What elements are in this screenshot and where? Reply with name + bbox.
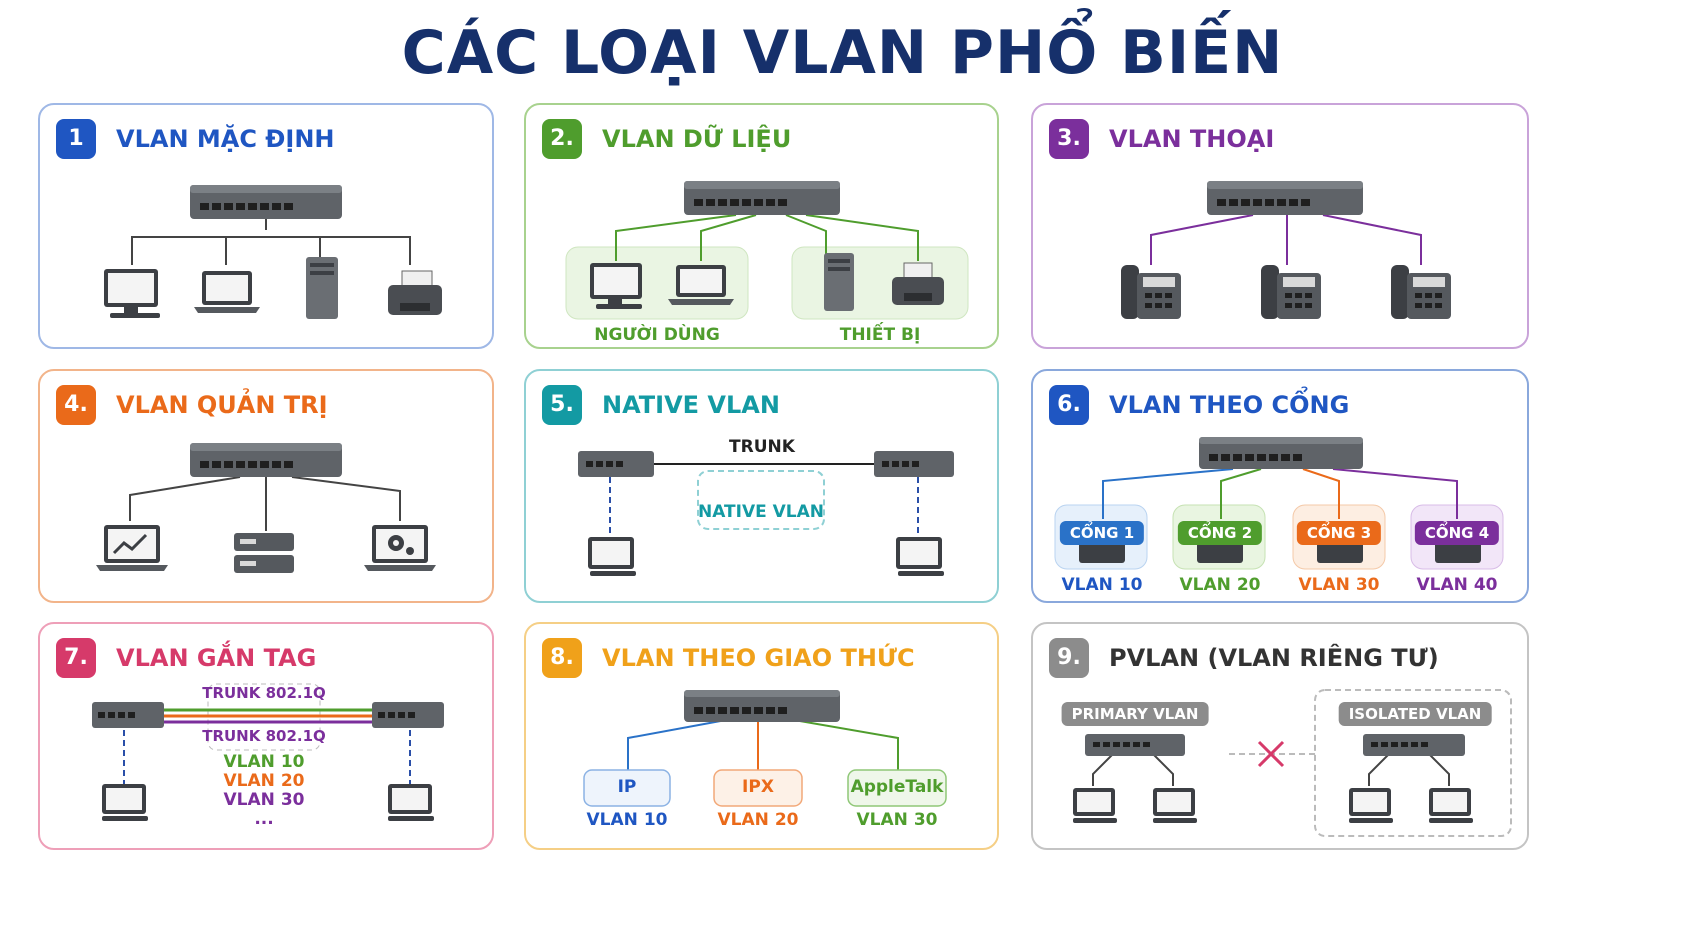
protocol-ipx: IPX [742, 777, 774, 797]
panel-number-badge: 3. [1049, 119, 1089, 159]
switch-icon [1085, 734, 1185, 756]
port-label-1: CỔNG 1 [1059, 521, 1145, 545]
ip-phone-icon [1121, 265, 1181, 319]
panel-tagged-vlan: 7. VLAN GẮN TAG TRUNK 802.1Q TRUNK 802.1… [38, 622, 494, 850]
panel-native-vlan: 5. NATIVE VLAN TRUNK NATIVE VLAN [524, 369, 999, 603]
primary-vlan-label: PRIMARY VLAN [1061, 702, 1209, 726]
port-label-3: CỔNG 3 [1296, 521, 1382, 545]
panel-number-badge: 6. [1049, 385, 1089, 425]
desktop-monitor-icon [1349, 788, 1393, 823]
panel-number-badge: 4. [56, 385, 96, 425]
panel-number-badge: 8. [542, 638, 582, 678]
tag-vlan-10: VLAN 10 [223, 752, 305, 772]
tag-vlan-30: VLAN 30 [223, 790, 305, 810]
panel-title: VLAN THOẠI [1109, 125, 1275, 153]
panel-management-vlan: 4. VLAN QUẢN TRỊ [38, 369, 494, 603]
protocol-vlan-diagram [583, 690, 947, 807]
panel-title: PVLAN (VLAN RIÊNG TƯ) [1109, 644, 1439, 672]
monitoring-laptop-icon [96, 525, 168, 571]
port-vlan-1: VLAN 10 [1061, 575, 1143, 595]
server-tower-icon [306, 257, 338, 319]
switch-icon [684, 690, 840, 722]
switch-icon [1363, 734, 1465, 756]
switch-icon [190, 443, 342, 477]
tagged-vlan-diagram [92, 683, 444, 821]
desktop-monitor-icon [588, 537, 636, 576]
panel-title: VLAN THEO CỔNG [1109, 391, 1350, 419]
panel-number-badge: 5. [542, 385, 582, 425]
server-tower-icon [824, 253, 854, 311]
panel-port-based-vlan: 6. VLAN THEO CỔNG CỔNG 1 CỔNG 2 CỔNG 3 C… [1031, 369, 1529, 603]
group-label-devices: THIẾT BỊ [839, 325, 921, 345]
port-vlan-4: VLAN 40 [1416, 575, 1498, 595]
protocol-vlan-10: VLAN 10 [586, 810, 668, 830]
private-vlan-diagram [1073, 689, 1512, 837]
protocol-ip: IP [617, 777, 637, 797]
default-vlan-diagram [104, 185, 442, 319]
switch-icon [874, 451, 954, 477]
panel-title: VLAN THEO GIAO THỨC [602, 644, 915, 672]
panel-protocol-vlan: 8. VLAN THEO GIAO THỨC IP IPX AppleTalk … [524, 622, 999, 850]
panel-title: VLAN QUẢN TRỊ [116, 391, 328, 419]
panel-private-vlan: 9. PVLAN (VLAN RIÊNG TƯ) PRIMARY VLAN IS… [1031, 622, 1529, 850]
desktop-monitor-icon [1153, 788, 1197, 823]
port-vlan-3: VLAN 30 [1298, 575, 1380, 595]
page-title: CÁC LOẠI VLAN PHỔ BIẾN [401, 18, 1284, 88]
panel-number-badge: 1 [56, 119, 96, 159]
desktop-monitor-icon [590, 263, 642, 309]
trunk-label-top: TRUNK 802.1Q [202, 684, 326, 702]
switch-icon [578, 451, 654, 477]
desktop-monitor-icon [102, 784, 148, 821]
desktop-monitor-icon [1429, 788, 1473, 823]
tag-vlan-20: VLAN 20 [223, 771, 305, 791]
switch-icon [372, 702, 444, 728]
switch-icon [190, 185, 342, 219]
port-label-4: CỔNG 4 [1414, 521, 1500, 545]
switch-icon [1207, 181, 1363, 215]
management-vlan-diagram [96, 443, 436, 573]
desktop-monitor-icon [388, 784, 434, 821]
native-vlan-diagram [578, 451, 954, 576]
server-rack-icon [234, 533, 294, 573]
panel-number-badge: 2. [542, 119, 582, 159]
panel-data-vlan: 2. VLAN DỮ LIỆU NGƯỜI DÙNG THIẾT BỊ [524, 103, 999, 349]
group-label-users: NGƯỜI DÙNG [594, 325, 720, 345]
trunk-label: TRUNK [729, 437, 795, 457]
panel-default-vlan: 1 VLAN MẶC ĐỊNH [38, 103, 494, 349]
panel-voice-vlan: 3. VLAN THOẠI [1031, 103, 1529, 349]
isolated-vlan-label: ISOLATED VLAN [1338, 702, 1492, 726]
switch-icon [684, 181, 840, 215]
switch-icon [1199, 437, 1363, 469]
printer-icon [892, 262, 944, 305]
desktop-monitor-icon [104, 269, 160, 318]
protocol-vlan-20: VLAN 20 [717, 810, 799, 830]
native-vlan-label: NATIVE VLAN [697, 502, 825, 522]
port-vlan-diagram [1054, 437, 1504, 570]
port-label-2: CỔNG 2 [1177, 521, 1263, 545]
protocol-vlan-30: VLAN 30 [856, 810, 938, 830]
panel-number-badge: 7. [56, 638, 96, 678]
data-vlan-diagram [565, 181, 969, 320]
desktop-monitor-icon [1073, 788, 1117, 823]
panel-title: VLAN MẶC ĐỊNH [116, 125, 335, 153]
panel-title: VLAN DỮ LIỆU [602, 125, 792, 153]
settings-laptop-icon [364, 525, 436, 571]
voice-vlan-diagram [1121, 181, 1451, 319]
panel-title: NATIVE VLAN [602, 391, 780, 419]
panel-number-badge: 9. [1049, 638, 1089, 678]
protocol-appletalk: AppleTalk [850, 777, 944, 797]
panel-title: VLAN GẮN TAG [116, 644, 317, 672]
tag-vlan-more: ... [254, 809, 274, 829]
switch-icon [92, 702, 164, 728]
ip-phone-icon [1261, 265, 1321, 319]
trunk-label-bottom: TRUNK 802.1Q [202, 727, 326, 745]
printer-icon [388, 270, 442, 315]
laptop-icon [668, 265, 734, 305]
laptop-icon [194, 271, 260, 313]
desktop-monitor-icon [896, 537, 944, 576]
port-vlan-2: VLAN 20 [1179, 575, 1261, 595]
ip-phone-icon [1391, 265, 1451, 319]
